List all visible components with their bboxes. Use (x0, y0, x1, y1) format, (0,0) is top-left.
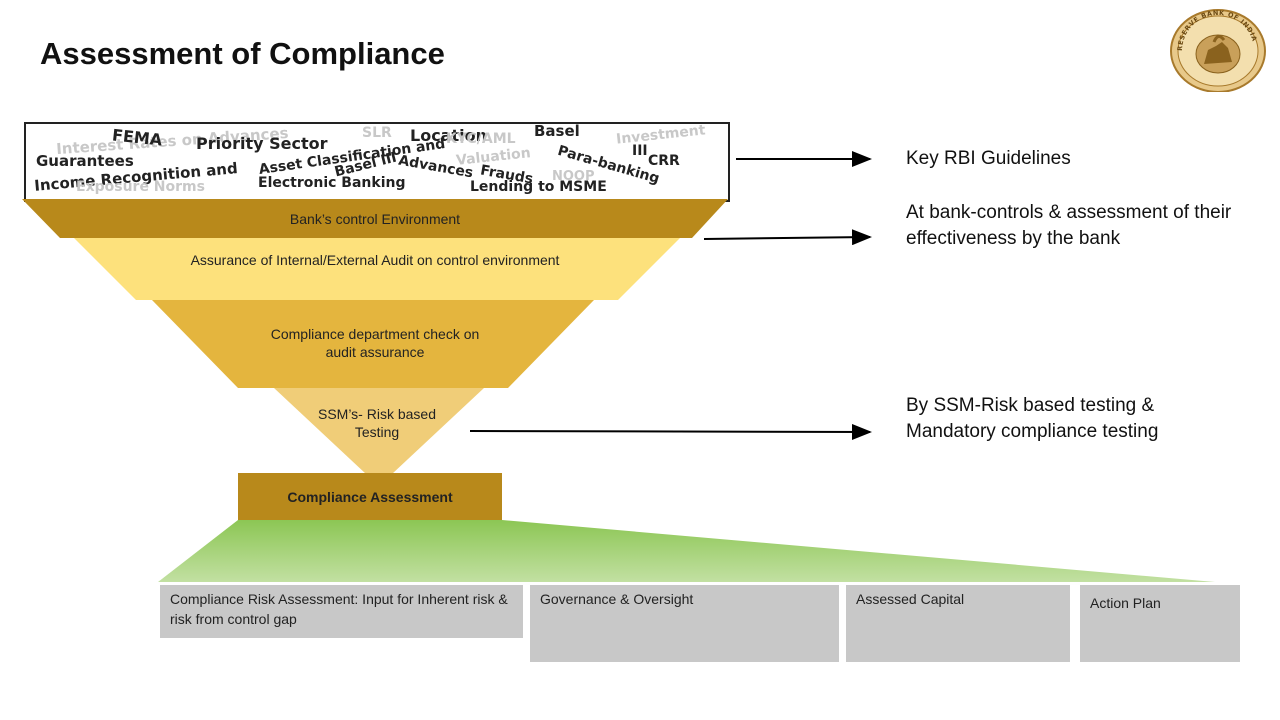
note-bank-controls: At bank-controls & assessment of their e… (906, 202, 1232, 249)
output-risk-assessment: Compliance Risk Assessment: Input for In… (160, 585, 523, 638)
output-governance: Governance & Oversight (530, 585, 839, 662)
cloud-word: CRR (648, 153, 680, 169)
output-action-plan: Action Plan (1080, 585, 1240, 662)
cloud-word: Priority Sector (196, 134, 328, 153)
compliance-assessment-box: Compliance Assessment (238, 473, 502, 520)
green-connector (158, 520, 1215, 582)
note-ssm-testing: By SSM-Risk based testing & Mandatory co… (906, 395, 1159, 442)
cloud-word: SLR (362, 125, 392, 141)
arrow-testing (469, 423, 872, 440)
note-key-guidelines: Key RBI Guidelines (906, 148, 1071, 169)
rbi-guidelines-word-cloud: Interest Rates on Advances FEMA Priority… (24, 122, 730, 202)
layer-label-audit-assurance: Assurance of Internal/External Audit on … (190, 252, 560, 268)
rbi-seal-icon: RESERVE BANK OF INDIA (1170, 9, 1266, 92)
cloud-word: Guarantees (36, 152, 134, 170)
cloud-word: Location (410, 126, 487, 145)
cloud-word: NOOP (552, 169, 595, 184)
page-title: Assessment of Compliance (40, 36, 445, 71)
funnel-layer-control-environment (22, 199, 728, 238)
cloud-word: KYC/AML (446, 131, 516, 147)
cloud-word: Basel (534, 122, 580, 140)
funnel-layer-audit-assurance (74, 238, 680, 300)
arrow-controls (703, 229, 872, 246)
layer-label-compliance-check: Compliance department check on audit ass… (270, 326, 480, 361)
cloud-word: Electronic Banking (258, 175, 406, 191)
cloud-word: Exposure Norms (76, 179, 205, 195)
cloud-word: Lending to MSME (470, 179, 607, 195)
output-assessed-capital: Assessed Capital (846, 585, 1070, 662)
funnel-layer-compliance-check (152, 300, 594, 388)
cloud-word: III (632, 143, 648, 159)
layer-label-control-environment: Bank’s control Environment (289, 211, 461, 227)
funnel-layer-ssm-testing (274, 388, 484, 474)
layer-label-ssm-testing: SSM’s- Risk based Testing (317, 406, 436, 441)
